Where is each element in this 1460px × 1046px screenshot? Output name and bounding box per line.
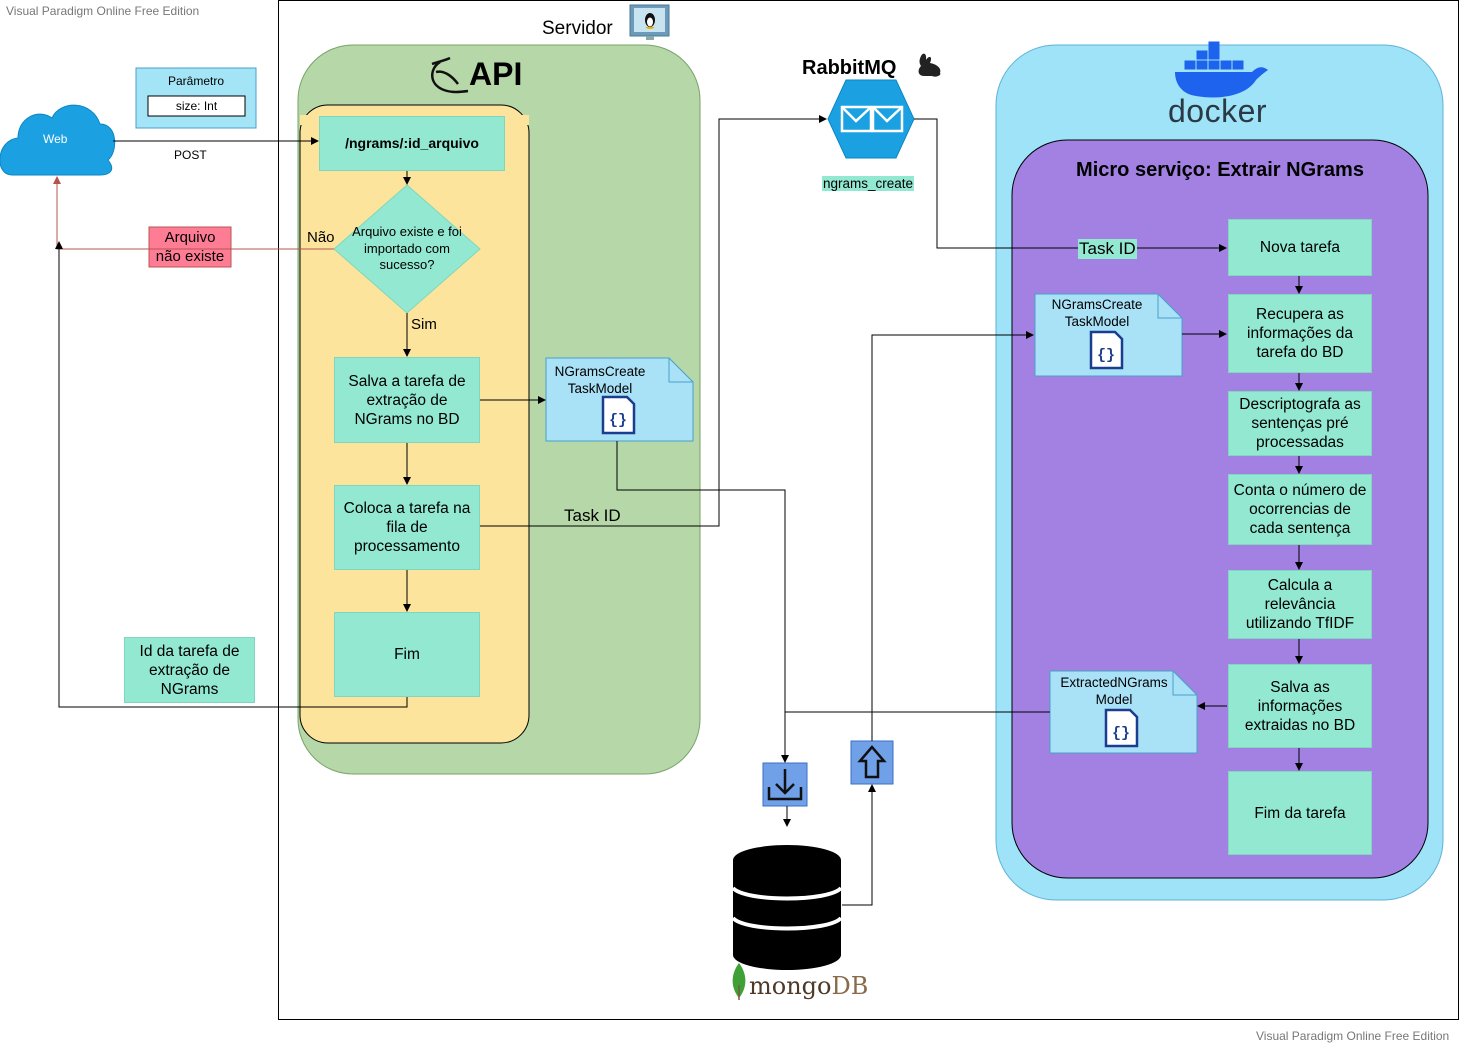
- parameter-field: size: Int: [175, 99, 218, 113]
- docker-label: docker: [1168, 93, 1268, 129]
- step-count[interactable]: Conta o número de ocorrencias de cada se…: [1228, 474, 1372, 545]
- no-label: Não: [307, 229, 335, 246]
- model-create-api-label: NGramsCreate TaskModel: [554, 364, 646, 396]
- edge-upload-model: [871, 331, 1034, 741]
- save-task-node[interactable]: Salva a tarefa de extração de NGrams no …: [334, 357, 480, 443]
- svg-text:{}: {}: [1112, 725, 1130, 742]
- end-node[interactable]: Fim: [334, 612, 480, 697]
- edge-no: [53, 176, 334, 250]
- microservice-title: Micro serviço: Extrair NGrams: [1076, 159, 1364, 181]
- edge-model-db: [616, 441, 789, 763]
- linux-monitor-icon: [629, 4, 670, 40]
- rabbitmq-label: RabbitMQ: [802, 57, 897, 79]
- step-new-task[interactable]: Nova tarefa: [1228, 219, 1372, 276]
- mongo-leaf-icon: [732, 963, 746, 1000]
- parameter-field-box: [147, 95, 246, 117]
- web-label: Web: [43, 132, 68, 146]
- mongodb-label-b: DB: [831, 972, 869, 1000]
- step-end[interactable]: Fim da tarefa: [1228, 771, 1372, 855]
- server-label: Servidor: [542, 18, 613, 39]
- json-file-icon: {}: [1089, 330, 1124, 370]
- task-id-label-api: Task ID: [564, 506, 621, 525]
- parameter-title: Parâmetro: [167, 74, 225, 88]
- endpoint-node[interactable]: /ngrams/:id_arquivo: [319, 116, 505, 171]
- model-create-ms-label: NGramsCreate TaskModel: [1051, 297, 1143, 329]
- task-id-return-node: Id da tarefa de extração de NGrams: [124, 637, 255, 703]
- yes-label: Sim: [411, 316, 437, 333]
- api-label: API: [469, 56, 523, 92]
- edge-enqueue-rabbit: [480, 115, 827, 527]
- step-decrypt[interactable]: Descriptografa as sentenças pré processa…: [1228, 391, 1372, 456]
- model-extracted-label: ExtractedNGrams Model: [1060, 675, 1168, 707]
- step-save[interactable]: Salva as informações extraidas no BD: [1228, 664, 1372, 748]
- edge-db-upload: [842, 784, 876, 906]
- upload-icon: [850, 740, 894, 785]
- watermark-top: Visual Paradigm Online Free Edition: [6, 4, 200, 18]
- rabbit-icon: [918, 53, 941, 77]
- docker-whale-icon: [1175, 41, 1268, 98]
- decision-label: Arquivo existe e foi importado com suces…: [352, 224, 462, 272]
- flask-icon: [431, 56, 469, 94]
- download-icon: [762, 762, 808, 807]
- server-frame: [278, 0, 1459, 1020]
- svg-text:{}: {}: [1097, 347, 1115, 364]
- cloud-icon[interactable]: [0, 104, 116, 176]
- step-tfidf[interactable]: Calcula a relevância utilizando TfIDF: [1228, 570, 1372, 639]
- step-fetch-task[interactable]: Recupera as informações da tarefa do BD: [1228, 294, 1372, 373]
- error-label: Arquivo não existe: [155, 229, 225, 265]
- mongodb-label-a: mongo: [749, 972, 832, 1000]
- rabbitmq-queue-label: ngrams_create: [822, 176, 915, 191]
- rabbitmq-queue-icon[interactable]: [827, 79, 915, 159]
- mongodb-label: mongoDB: [749, 972, 868, 1000]
- error-box: [148, 226, 232, 268]
- json-file-icon: {}: [1104, 708, 1139, 748]
- enqueue-node[interactable]: Coloca a tarefa na fila de processamento: [334, 485, 480, 570]
- post-label: POST: [174, 148, 207, 162]
- edge-end-web: [55, 241, 408, 708]
- svg-text:{}: {}: [609, 412, 627, 429]
- database-icon: [731, 845, 843, 970]
- json-file-icon: {}: [601, 395, 636, 435]
- watermark-bottom: Visual Paradigm Online Free Edition: [1256, 1029, 1450, 1043]
- task-id-label-ms: Task ID: [1078, 239, 1137, 259]
